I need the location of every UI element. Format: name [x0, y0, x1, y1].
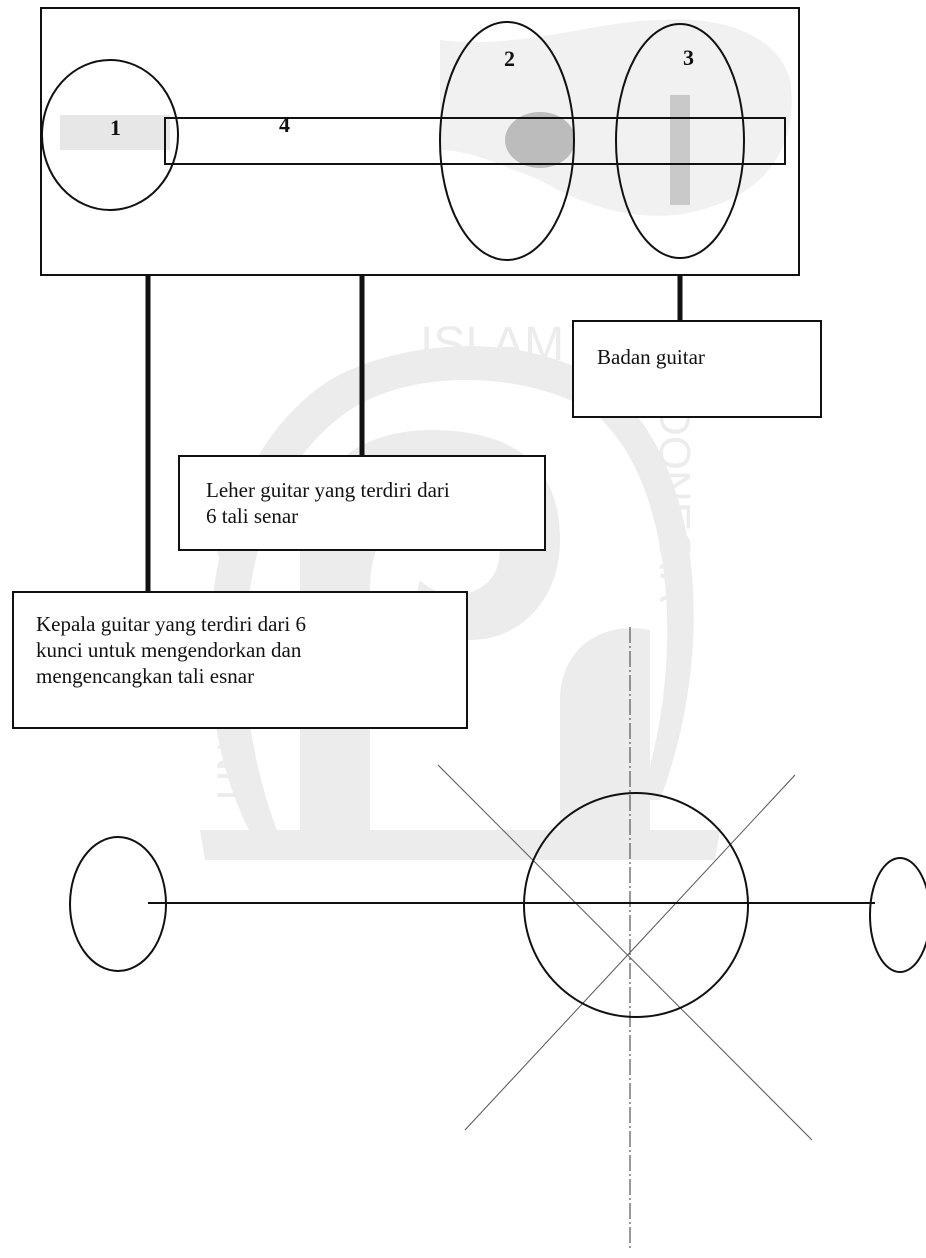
head-callout-line-2: kunci untuk mengendorkan dan	[36, 638, 302, 662]
part-number-2: 2	[504, 46, 515, 71]
head-circle	[41, 59, 179, 211]
schematic-body-circle	[523, 792, 749, 1018]
neck-rectangle	[164, 117, 786, 165]
body-ellipse	[615, 23, 745, 259]
schematic-diagonal-a	[437, 764, 813, 1141]
watermark-top-text: ISLAM	[420, 318, 564, 371]
part-number-1: 1	[110, 115, 121, 140]
neck-callout-box: Leher guitar yang terdiri dari 6 tali se…	[178, 455, 546, 551]
guitar-schematic	[69, 627, 926, 1250]
part-number-4: 4	[279, 112, 290, 137]
head-callout-box: Kepala guitar yang terdiri dari 6 kunci …	[12, 591, 468, 729]
part-number-3: 3	[683, 45, 694, 70]
guitar-photo-frame	[40, 7, 800, 276]
schematic-tail-ellipse	[869, 857, 926, 973]
neck-callout-line-2: 6 tali senar	[206, 504, 299, 528]
headstock-shading	[60, 115, 170, 150]
body-callout-box: Badan guitar	[572, 320, 822, 418]
head-callout-line-3: mengencangkan tali esnar	[36, 664, 255, 688]
soundhole-ellipse	[439, 21, 575, 261]
schematic-head-ellipse	[69, 836, 167, 972]
bridge-shading	[670, 95, 690, 205]
body-callout-text: Badan guitar	[597, 345, 705, 369]
watermark-calligraphy-band	[200, 830, 720, 860]
schematic-diagonal-b	[464, 774, 796, 1131]
neck-callout-line-1: Leher guitar yang terdiri dari	[206, 478, 450, 502]
head-callout-line-1: Kepala guitar yang terdiri dari 6	[36, 612, 306, 636]
soundhole-shading	[505, 112, 575, 168]
